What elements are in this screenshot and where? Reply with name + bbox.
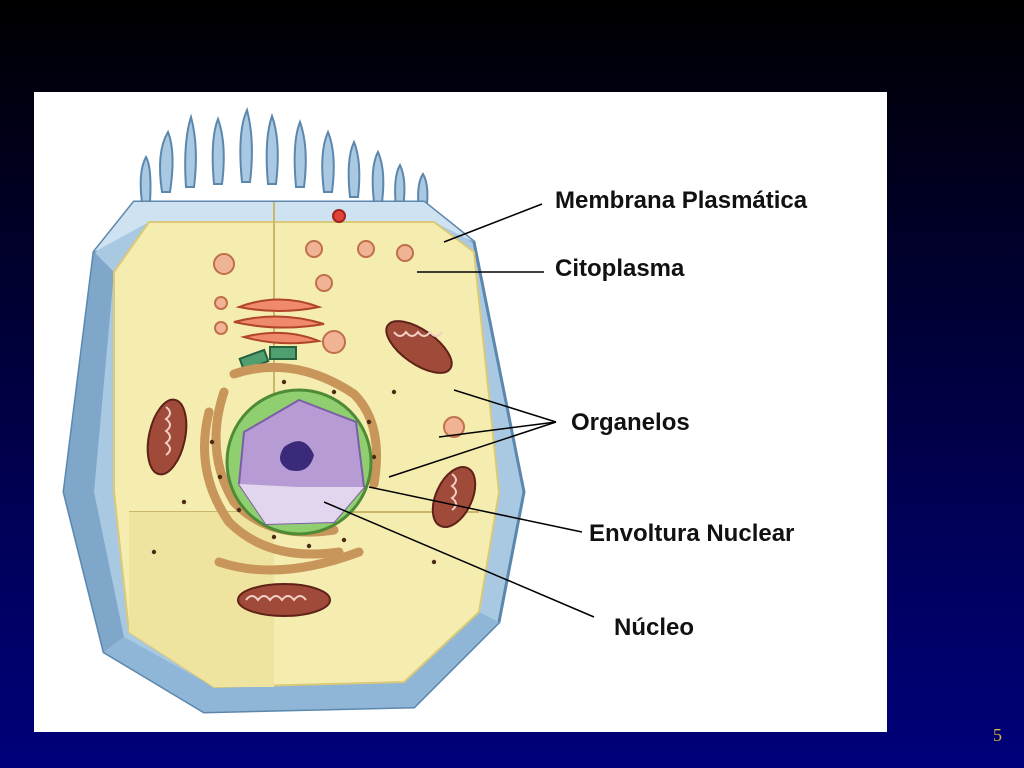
leader-line-organelos-2 (438, 421, 557, 438)
label-membrana-plasmatica: Membrana Plasmática (555, 187, 808, 214)
vesicles (213, 209, 465, 438)
figure-panel: Membrana Plasmática Citoplasma Organelos… (34, 92, 887, 732)
mitochondria-cristae (164, 330, 457, 602)
label-envoltura-nuclear: Envoltura Nuclear (589, 520, 795, 547)
ribosomes (151, 379, 437, 565)
leader-line-organelos-3 (388, 421, 557, 478)
leader-line-organelos-1 (453, 389, 557, 423)
cell-diagram (62, 107, 595, 714)
leader-line-envoltura (368, 486, 583, 533)
label-citoplasma: Citoplasma (555, 255, 685, 282)
microvilli (139, 107, 429, 213)
label-organelos: Organelos (571, 409, 690, 436)
leader-line-membrana (443, 203, 543, 243)
leader-line-nucleo (323, 501, 595, 618)
label-nucleo: Núcleo (614, 614, 695, 641)
slide-number: 5 (993, 725, 1002, 745)
leader-lines (323, 203, 595, 618)
nucleus (237, 398, 366, 526)
golgi-apparatus (233, 298, 325, 345)
